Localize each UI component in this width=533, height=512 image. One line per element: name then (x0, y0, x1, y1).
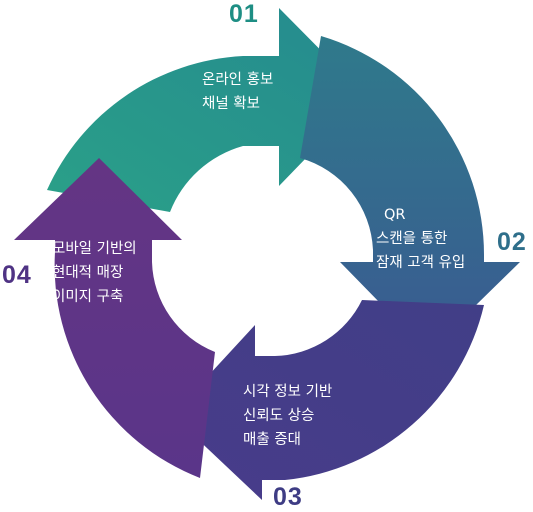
step-number-03: 03 (273, 483, 303, 511)
step-03-line-2: 신뢰도 상승 (243, 408, 315, 424)
step-label-03: 시각 정보 기반 신뢰도 상승 매출 증대 (243, 380, 332, 452)
step-label-01: 온라인 홍보 채널 확보 (202, 68, 273, 116)
step-02-line-3: 잠재 고객 유입 (376, 255, 466, 271)
step-number-02: 02 (497, 228, 527, 256)
step-03-line-3: 매출 증대 (243, 432, 301, 448)
step-01-line-2: 채널 확보 (202, 96, 260, 112)
step-03-line-1: 시각 정보 기반 (243, 384, 333, 400)
segment-03-arrow (172, 300, 484, 500)
segment-02-arrow (300, 36, 520, 352)
step-02-line-2: 스캔을 통한 (376, 231, 448, 247)
segment-01-arrow (47, 8, 366, 212)
step-04-line-3: 이미지 구축 (52, 289, 124, 305)
step-label-04: 모바일 기반의 현대적 매장 이미지 구축 (52, 237, 137, 309)
segment-04-arrow (14, 158, 215, 478)
step-02-line-1: QR (384, 207, 406, 223)
step-04-line-1: 모바일 기반의 (52, 241, 137, 257)
step-number-01: 01 (229, 0, 259, 28)
step-number-04: 04 (2, 261, 32, 289)
step-01-line-1: 온라인 홍보 (202, 72, 274, 88)
step-04-line-2: 현대적 매장 (52, 265, 124, 281)
step-label-02: QR 스캔을 통한 잠재 고객 유입 (376, 203, 465, 275)
